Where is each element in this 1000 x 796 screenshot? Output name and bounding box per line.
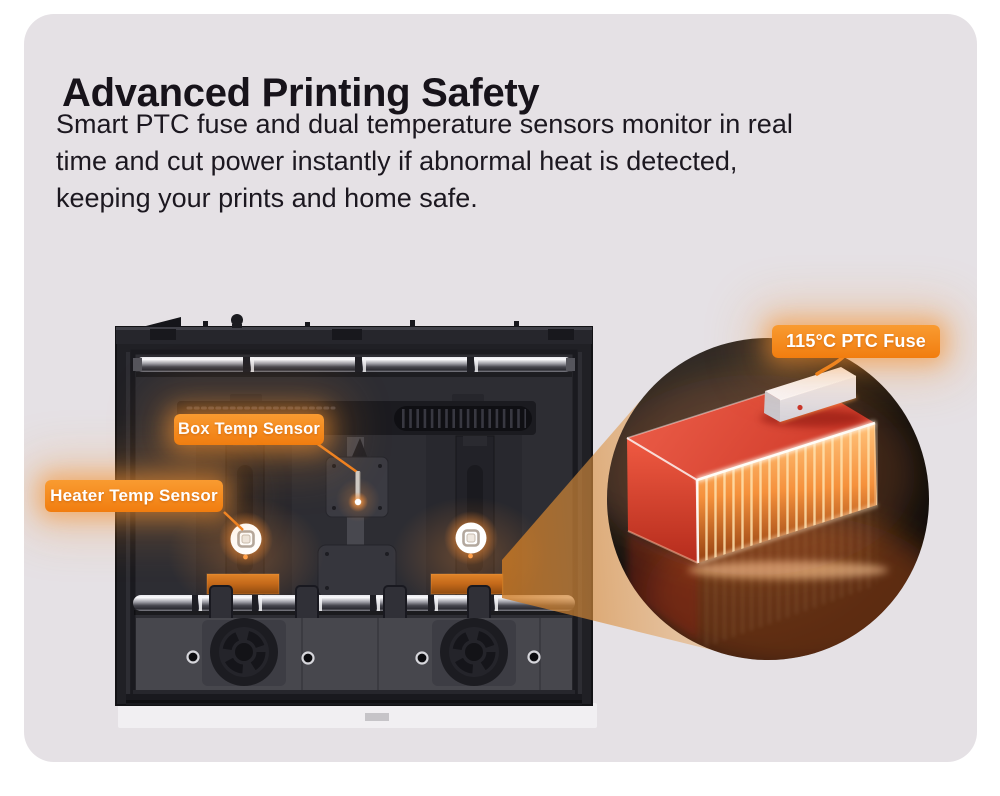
bottom-roller [133, 585, 575, 625]
description-line-1: Smart PTC fuse and dual temperature sens… [56, 109, 793, 139]
printer-illustration: 115°C PTC Fuse Box Temp Sensor Heater Te… [24, 14, 977, 762]
section-description: Smart PTC fuse and dual temperature sens… [56, 106, 793, 217]
callout-ptc-fuse: 115°C PTC Fuse [772, 325, 940, 358]
heater-temp-sensor-left [219, 512, 273, 566]
screw-holes [186, 650, 541, 665]
fan-right [432, 618, 516, 686]
heater-temp-sensor-right [444, 511, 498, 565]
fuse-leader-line [815, 355, 845, 376]
box-temp-sensor-probe [348, 471, 368, 512]
callout-box-temp-sensor: Box Temp Sensor [174, 414, 324, 445]
ptc-fuse-3d [760, 367, 864, 427]
callout-heater-temp-sensor: Heater Temp Sensor [45, 480, 223, 512]
callout-leader-lines [223, 438, 368, 531]
description-line-3: keeping your prints and home safe. [56, 183, 478, 213]
section-title: Advanced Printing Safety [62, 70, 540, 115]
top-roller [133, 357, 575, 377]
magnifier-circle [607, 338, 929, 660]
printer-body [115, 314, 597, 728]
fan-left [202, 618, 286, 686]
base-tab [365, 713, 389, 721]
description-line-2: time and cut power instantly if abnormal… [56, 146, 738, 176]
safety-feature-card: 115°C PTC Fuse Box Temp Sensor Heater Te… [24, 14, 977, 762]
printer-scene-graphic [115, 314, 929, 728]
fuse-indicator-dot [797, 404, 803, 411]
top-knobs [142, 314, 519, 328]
lower-panel [136, 618, 572, 698]
